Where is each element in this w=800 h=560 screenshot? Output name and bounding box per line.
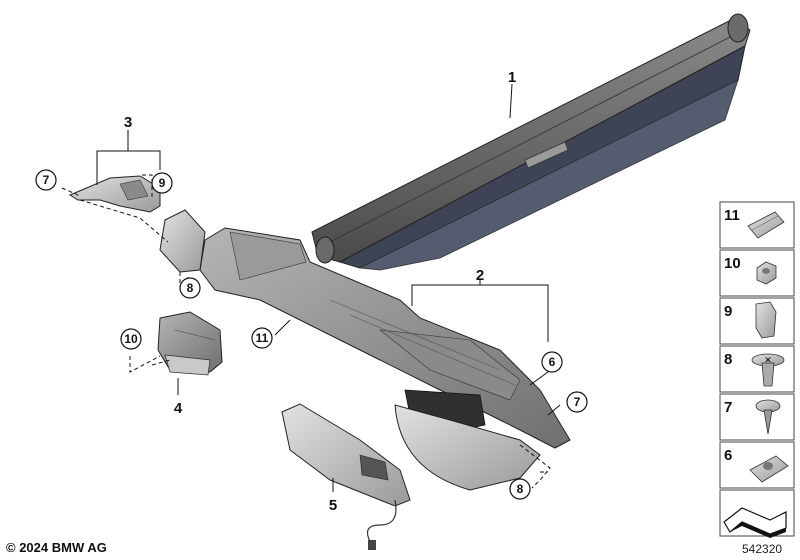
svg-text:✕: ✕ [764,356,772,366]
u-nut-icon [749,455,789,483]
svg-text:11: 11 [256,331,269,345]
callout-7-left: 7 [35,169,57,191]
spring-clip-icon [755,301,777,339]
luggage-cover-roll [311,13,751,271]
svg-text:8: 8 [187,281,194,295]
expanding-rivet-icon: ✕ [751,353,785,387]
diagram-number: 542320 [742,542,783,556]
callout-11: 11 [251,327,273,349]
index-label-6: 6 [724,447,732,464]
trim-bracket-upper [68,175,161,213]
index-label-7: 7 [724,399,732,416]
bent-arrow-icon [723,507,787,538]
leader-lines [96,83,561,492]
index-cell-8 [719,345,795,393]
svg-text:7: 7 [43,173,50,187]
callout-5: 5 [329,497,337,514]
svg-text:8: 8 [517,482,524,496]
clip-nut-icon [747,211,785,239]
callout-8-right: 8 [509,478,531,500]
screw-icon [755,399,781,435]
index-cell-7 [719,393,795,441]
svg-text:10: 10 [124,332,138,346]
index-label-9: 9 [724,303,732,320]
svg-text:9: 9 [159,176,166,190]
svg-text:6: 6 [549,355,556,369]
callout-10: 10 [120,328,142,350]
index-label-11: 11 [724,207,740,224]
side-trim-panel [199,227,571,491]
callout-8-left: 8 [179,277,201,299]
mounting-bracket [157,311,223,376]
holder-with-cable [281,403,411,550]
callout-9: 9 [151,172,173,194]
callout-1: 1 [508,69,516,86]
copyright-notice: © 2024 BMW AG [6,540,107,555]
callout-6: 6 [541,351,563,373]
index-label-8: 8 [724,351,732,368]
parts-index: 11 10 9 8 ✕ 7 6 [719,201,795,538]
callout-7-right: 7 [566,391,588,413]
callout-2: 2 [476,267,484,284]
callout-4: 4 [174,400,183,417]
svg-text:7: 7 [574,395,581,409]
trim-bracket-mid [159,209,206,273]
hex-nut-icon [756,261,777,285]
callout-3: 3 [124,114,132,131]
index-label-10: 10 [724,255,741,272]
